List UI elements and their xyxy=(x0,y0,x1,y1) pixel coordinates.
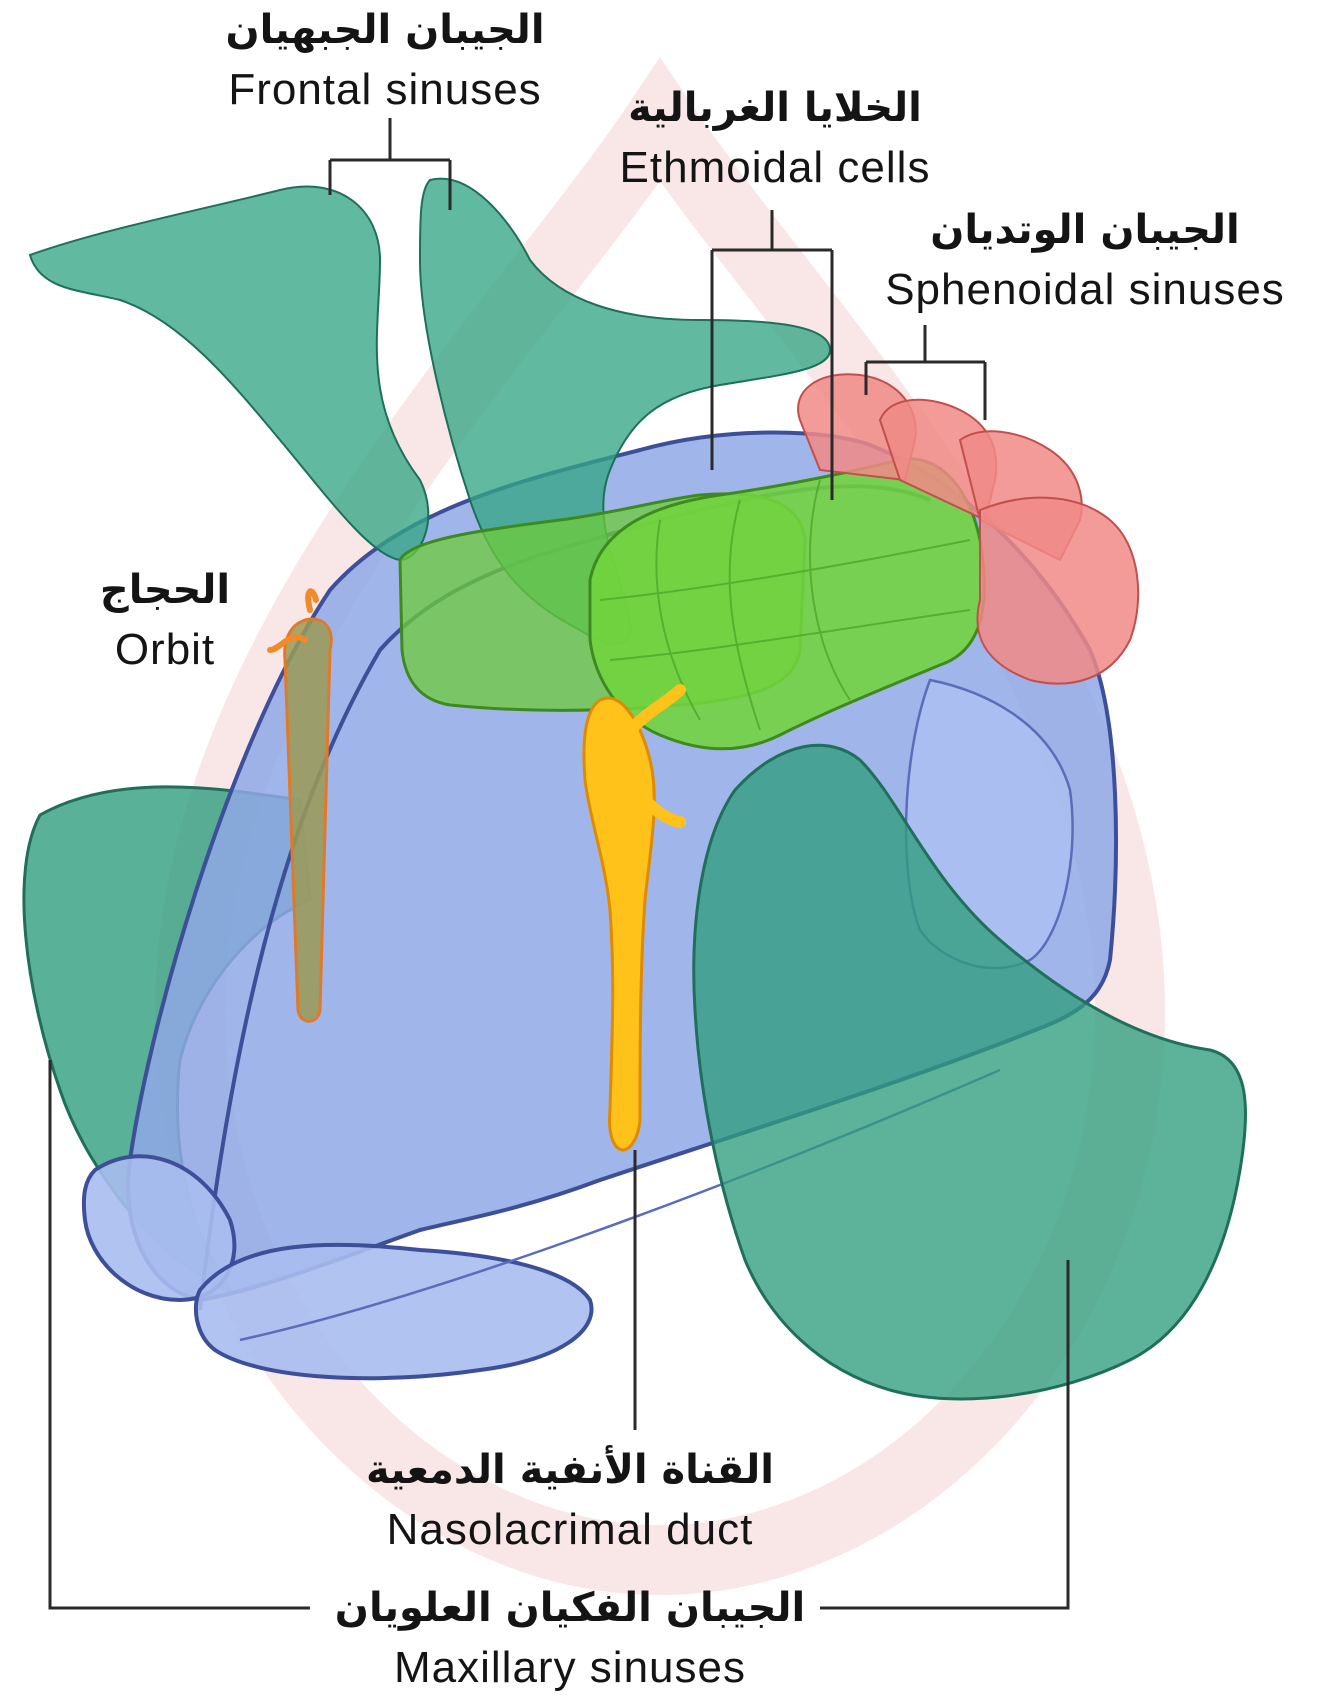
label-maxillary-sinuses: الجيبان الفكيان العلويان Maxillary sinus… xyxy=(320,1578,820,1698)
label-sphenoidal-sinuses: الجيبان الوتديان Sphenoidal sinuses xyxy=(865,200,1305,320)
label-frontal-ar: الجيبان الجبهيان xyxy=(205,0,565,60)
label-ethmoidal-cells: الخلايا الغربالية Ethmoidal cells xyxy=(595,78,955,198)
label-maxillary-en: Maxillary sinuses xyxy=(320,1638,820,1698)
label-orbit-en: Orbit xyxy=(80,620,250,680)
sphenoidal-lower-lobe xyxy=(977,498,1138,684)
label-orbit: الحجاج Orbit xyxy=(80,560,250,680)
label-orbit-ar: الحجاج xyxy=(80,560,250,620)
label-nasolacrimal-ar: القناة الأنفية الدمعية xyxy=(350,1440,790,1500)
label-sphenoidal-en: Sphenoidal sinuses xyxy=(865,260,1305,320)
frontal-sinus-left xyxy=(30,186,428,560)
label-sphenoidal-ar: الجيبان الوتديان xyxy=(865,200,1305,260)
label-ethmoidal-ar: الخلايا الغربالية xyxy=(595,78,955,138)
label-maxillary-ar: الجيبان الفكيان العلويان xyxy=(320,1578,820,1638)
label-nasolacrimal-duct: القناة الأنفية الدمعية Nasolacrimal duct xyxy=(350,1440,790,1560)
label-nasolacrimal-en: Nasolacrimal duct xyxy=(350,1500,790,1560)
label-frontal-sinuses: الجيبان الجبهيان Frontal sinuses xyxy=(205,0,565,120)
label-frontal-en: Frontal sinuses xyxy=(205,60,565,120)
nostril-right xyxy=(196,1245,592,1378)
label-ethmoidal-en: Ethmoidal cells xyxy=(595,138,955,198)
